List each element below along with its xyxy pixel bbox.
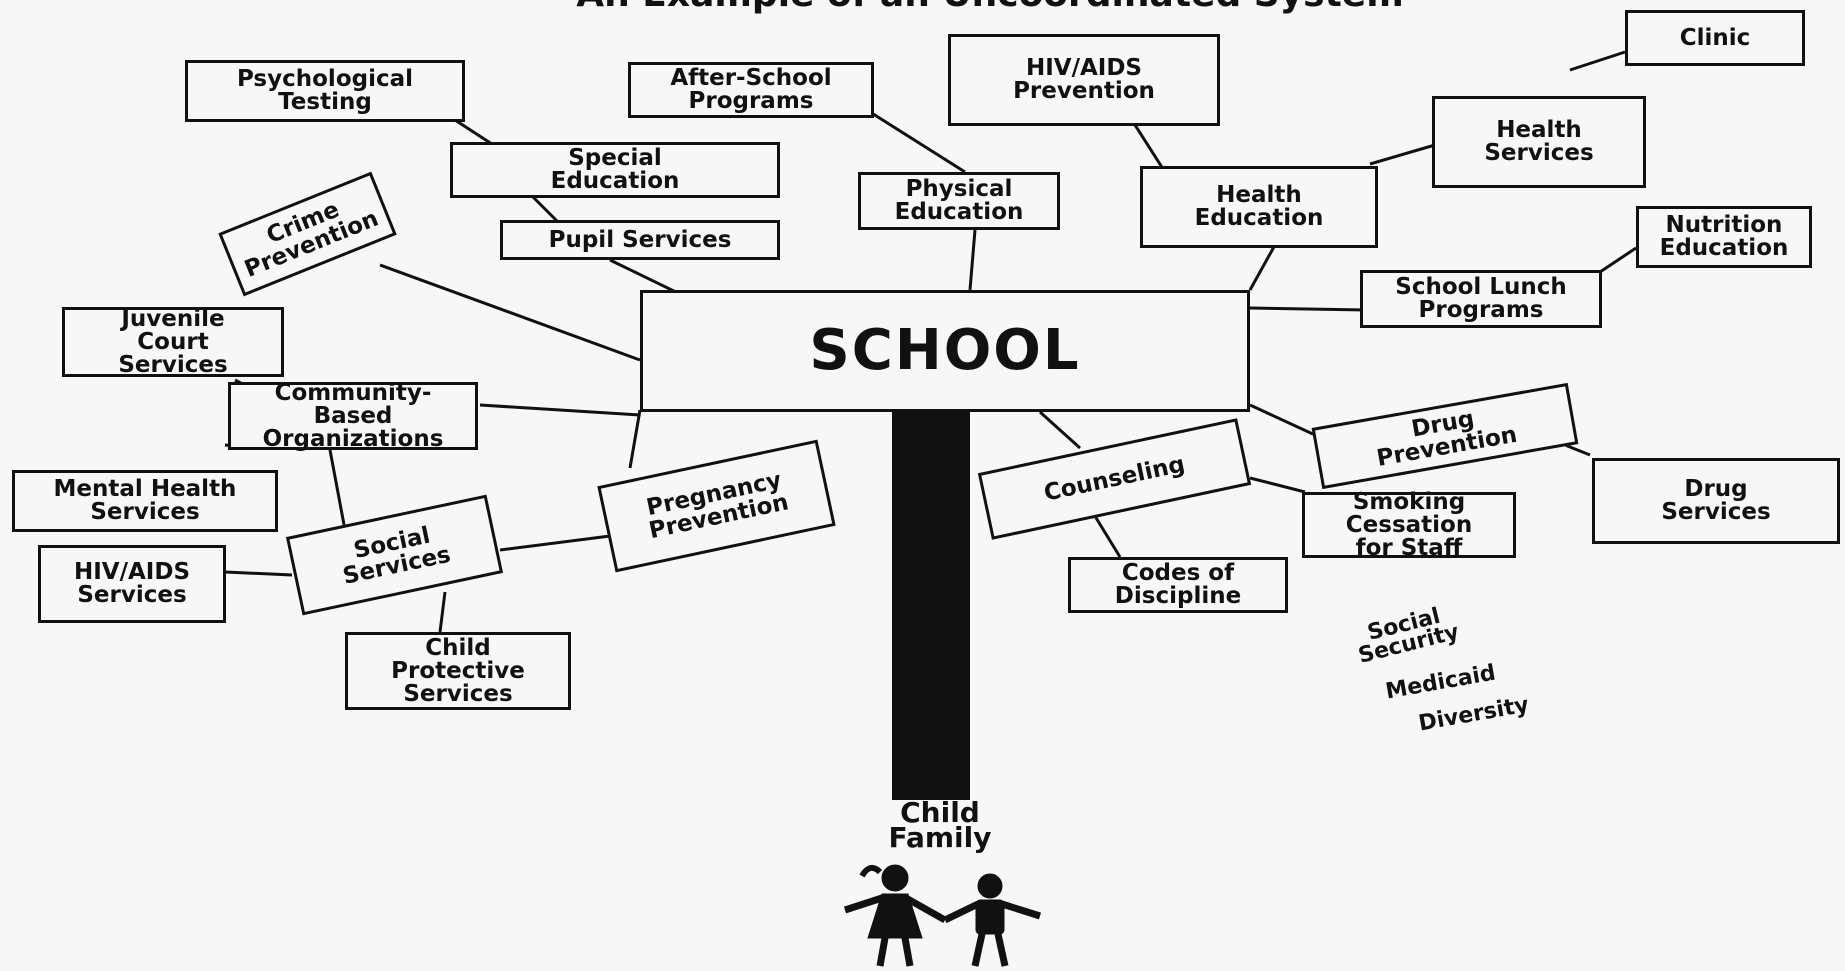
hiv-aids-services-box: HIV/AIDS Services bbox=[38, 545, 226, 623]
community-based-organizations-box: Community- Based Organizations bbox=[228, 381, 478, 450]
tree-trunk bbox=[892, 408, 970, 800]
connector-line bbox=[628, 409, 642, 469]
connector-line bbox=[328, 449, 347, 531]
connector-line bbox=[1599, 246, 1637, 274]
connector-line bbox=[869, 110, 966, 174]
connector-line bbox=[379, 263, 641, 362]
connector-line bbox=[1569, 50, 1626, 72]
connector-line bbox=[609, 258, 681, 296]
clinic-box: Clinic bbox=[1625, 10, 1805, 66]
connector-line bbox=[224, 570, 293, 577]
special-education-box: Special Education bbox=[450, 142, 780, 198]
child-protective-services-box: Child Protective Services bbox=[345, 632, 571, 710]
connector-line bbox=[1249, 403, 1316, 437]
hiv-aids-prevention-box: HIV/AIDS Prevention bbox=[948, 34, 1220, 126]
health-services-box: Health Services bbox=[1432, 96, 1646, 188]
connector-line bbox=[438, 591, 447, 633]
health-education-box: Health Education bbox=[1140, 166, 1378, 248]
school-lunch-programs-box: School Lunch Programs bbox=[1360, 270, 1602, 328]
psychological-testing-box: Psychological Testing bbox=[185, 60, 465, 122]
connector-line bbox=[454, 118, 496, 148]
connector-line bbox=[1249, 306, 1367, 312]
connector-line bbox=[1249, 476, 1306, 494]
connector-line bbox=[1133, 124, 1167, 173]
school-box: SCHOOL bbox=[640, 290, 1250, 412]
children-silhouette-icon bbox=[843, 864, 1042, 967]
connector-line bbox=[1248, 244, 1277, 291]
nutrition-education-box: Nutrition Education bbox=[1636, 206, 1812, 268]
diagram-title: An Example of an Uncoordinated System bbox=[460, 0, 1520, 15]
physical-education-box: Physical Education bbox=[858, 172, 1060, 230]
smoking-cessation-box: Smoking Cessation for Staff bbox=[1302, 490, 1516, 559]
pupil-services-box: Pupil Services bbox=[500, 220, 780, 260]
connector-line bbox=[968, 229, 977, 291]
connector-line bbox=[1038, 410, 1082, 450]
codes-of-discipline-box: Codes of Discipline bbox=[1068, 557, 1288, 613]
mental-health-services-box: Mental Health Services bbox=[12, 470, 278, 532]
child-family-label: Child Family bbox=[888, 796, 992, 855]
after-school-programs-box: After-School Programs bbox=[628, 62, 874, 118]
drug-services-box: Drug Services bbox=[1592, 458, 1840, 544]
connector-line bbox=[479, 403, 641, 417]
connector-line bbox=[499, 533, 619, 552]
connector-line bbox=[1369, 143, 1436, 166]
juvenile-court-services-box: Juvenile Court Services bbox=[62, 307, 284, 377]
